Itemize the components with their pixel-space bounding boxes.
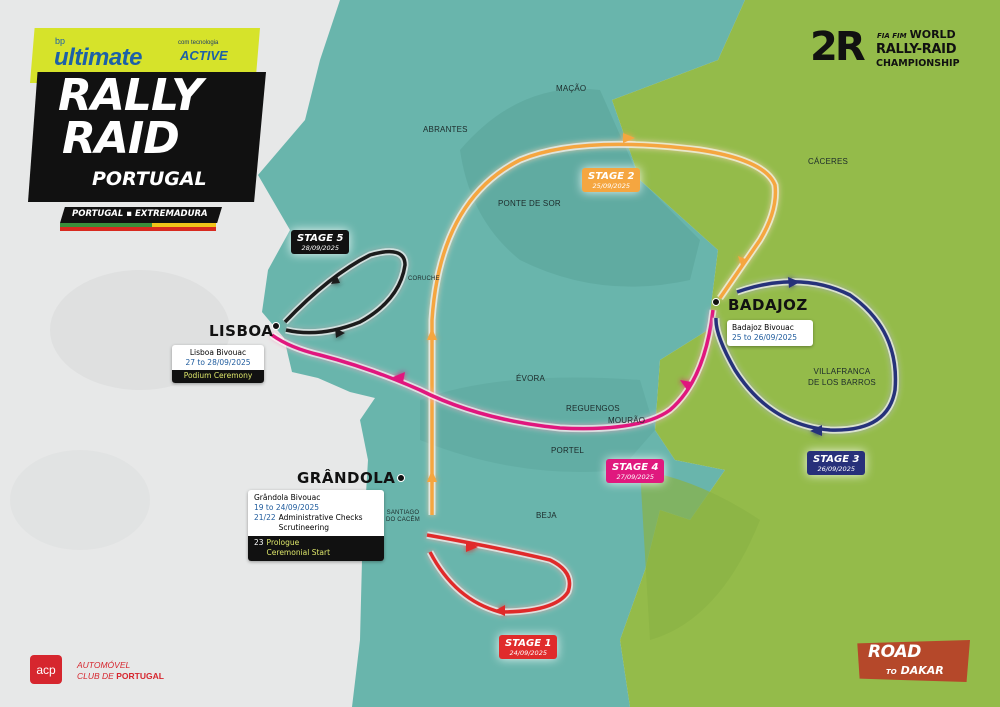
to-dakar-text: TO DAKAR [886,664,944,677]
lisboa-podium-ceremony: Podium Ceremony [172,370,264,383]
prologue: Prologue [266,538,300,547]
admin-checks: Administrative Checks [278,513,363,522]
acp-line-2-bold: PORTUGAL [116,671,164,681]
grandola-marker-icon [397,474,405,482]
bp-logo-text: bp [55,36,66,46]
city-coruche: CORUCHE [408,276,440,282]
city-villafranca-de-los-barros: VILLAFRANCA DE LOS BARROS [808,366,876,388]
active-text: ACTIVE [180,48,228,63]
acp-line-2: CLUB DE PORTUGAL [77,671,164,681]
flag-color-bar [60,223,216,231]
to-text: TO [886,668,897,676]
city-mourao: MOURÃO [608,416,646,425]
city-evora: ÉVORA [516,374,546,383]
city-macao: MAÇÃO [556,84,587,93]
championship-text: CHAMPIONSHIP [876,58,960,69]
hub-lisboa-name: LISBOA [209,322,274,340]
stage-2-date: 25/09/2025 [592,182,630,190]
road-to-dakar-badge [857,640,970,682]
fia-fim-text: FIA FIM [877,32,907,40]
santiago-line-2: DO CACÉM [386,517,420,523]
prologue-items: Prologue Ceremonial Start [267,538,331,558]
badajoz-bivouac-dates: 25 to 26/09/2025 [732,333,798,342]
stage-3-title: STAGE 3 [813,454,860,465]
stage-3-label: STAGE 3 26/09/2025 [807,451,866,475]
badajoz-bivouac-card: Badajoz Bivouac 25 to 26/09/2025 [727,320,813,346]
dakar-text: DAKAR [900,664,944,677]
stage-3-date: 26/09/2025 [817,465,855,473]
grandola-bivouac-card: Grândola Bivouac 19 to 24/09/2025 21/22 … [248,490,384,561]
stage-2-title: STAGE 2 [588,171,635,182]
admin-day: 21/22 [254,513,276,522]
portugal-title: PORTUGAL [92,168,207,190]
hub-badajoz-name: BADAJOZ [728,296,808,314]
regions-text: PORTUGAL ▪ EXTREMADURA [72,209,208,219]
villafranca-line-2: DE LOS BARROS [808,378,876,387]
raid-title: RAID [62,113,180,164]
grandola-prologue-row: 23 Prologue Ceremonial Start [248,536,384,561]
acp-line-1: AUTOMÓVEL [77,660,131,670]
rally-raid-text: RALLY-RAID [876,42,957,57]
stage-2-label: STAGE 2 25/09/2025 [582,168,641,192]
lisboa-bivouac-title: Lisboa Bivouac [189,348,247,357]
stage-1-title: STAGE 1 [505,638,552,649]
scrutineering: Scrutineering [278,523,330,532]
world-text: WORLD [909,28,956,41]
lisboa-marker-icon [272,322,280,330]
grandola-bivouac-title: Grândola Bivouac [254,493,321,502]
stage-5-title: STAGE 5 [297,233,344,244]
stage-4-label: STAGE 4 27/09/2025 [606,459,665,483]
lisboa-bivouac-card: Lisboa Bivouac 27 to 28/09/2025 Podium C… [172,345,264,383]
city-caceres: CÁCERES [808,157,849,166]
ultimate-text: ultimate [54,44,143,71]
stage-1-date: 24/09/2025 [509,649,547,657]
stage-5-date: 28/09/2025 [301,244,339,252]
stage-2-route [427,133,779,515]
ceremonial-start: Ceremonial Start [266,548,331,557]
badajoz-bivouac-title: Badajoz Bivouac [732,323,794,332]
stage-5-route [282,248,409,338]
city-santiago-do-cacem: SANTIAGO DO CACÉM [386,510,420,524]
rally-raid-banner [28,72,266,202]
stage-3-route [712,277,899,436]
2r-logo-icon: 2R [810,24,866,70]
rally-title: RALLY [58,70,203,121]
villafranca-line-1: VILLAFRANCA [813,367,871,376]
regions-banner [60,207,222,223]
city-ponte-de-sor: PONTE DE SOR [498,199,561,208]
prologue-day: 23 [254,538,264,547]
admin-items: Administrative Checks Scrutineering [279,513,363,533]
badajoz-marker-icon [712,298,720,306]
city-reguengos: REGUENGOS [566,404,620,413]
stage-4-route [269,309,717,433]
stage-1-label: STAGE 1 24/09/2025 [499,635,558,659]
stage-5-label: STAGE 5 28/09/2025 [291,230,350,254]
stage-4-date: 27/09/2025 [616,473,654,481]
stage-4-title: STAGE 4 [612,462,659,473]
city-portel: PORTEL [551,446,585,455]
santiago-line-1: SANTIAGO [386,510,420,516]
com-tecnologia-text: com tecnologia [178,40,219,46]
stage-1-route [426,531,573,616]
acp-icon: acp [30,655,62,684]
grandola-admin-row: 21/22 Administrative Checks Scrutineerin… [254,513,378,533]
hub-grandola-name: GRÂNDOLA [297,469,396,487]
acp-line-2-prefix: CLUB DE [77,671,117,681]
city-beja: BEJA [536,511,557,520]
road-text: ROAD [868,642,921,662]
grandola-bivouac-dates: 19 to 24/09/2025 [254,503,320,512]
city-abrantes: ABRANTES [423,125,468,134]
lisboa-bivouac-dates: 27 to 28/09/2025 [185,358,251,367]
